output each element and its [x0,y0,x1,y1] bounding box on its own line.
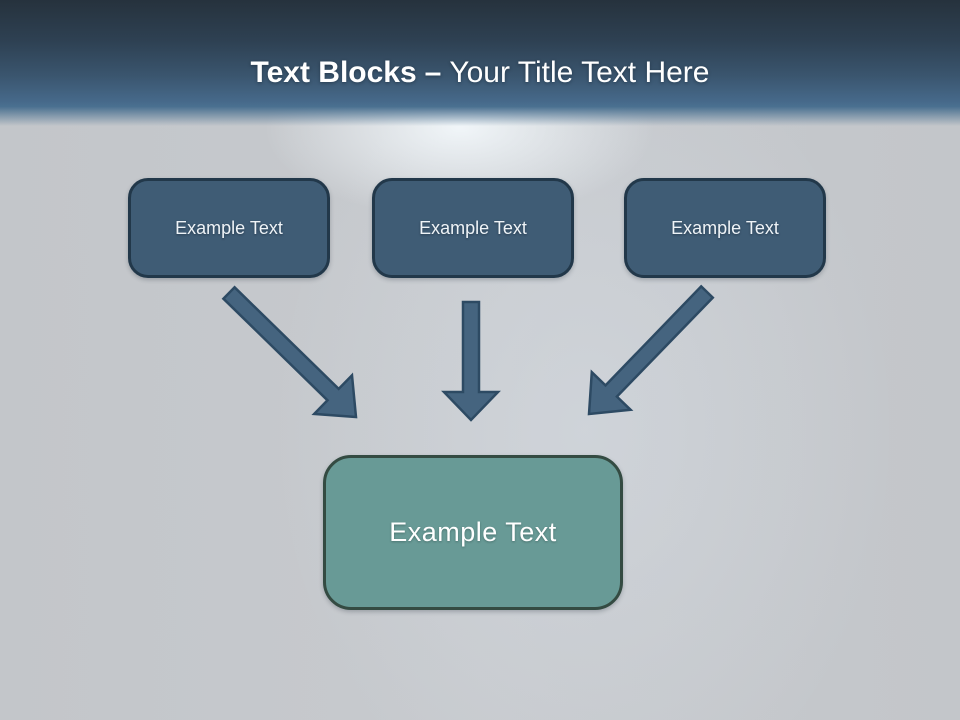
arrow-down-right-icon [221,285,358,419]
title-topic: Text Blocks [250,56,417,89]
title-subtitle: Your Title Text Here [449,56,710,89]
result-block-label: Example Text [389,517,557,547]
slide-title: Text Blocks–Your Title Text Here [250,56,709,90]
text-block-2-label: Example Text [419,217,527,238]
text-block-1: Example Text [128,178,330,278]
title-separator: – [424,56,442,89]
arrow-down-left-icon [587,284,715,416]
text-block-2: Example Text [372,178,574,278]
text-block-3-label: Example Text [671,217,779,238]
title-bar: Text Blocks–Your Title Text Here [0,0,960,130]
text-block-3: Example Text [624,178,826,278]
arrow-down-icon [441,300,501,422]
result-block: Example Text [323,455,623,610]
text-block-1-label: Example Text [175,217,283,238]
